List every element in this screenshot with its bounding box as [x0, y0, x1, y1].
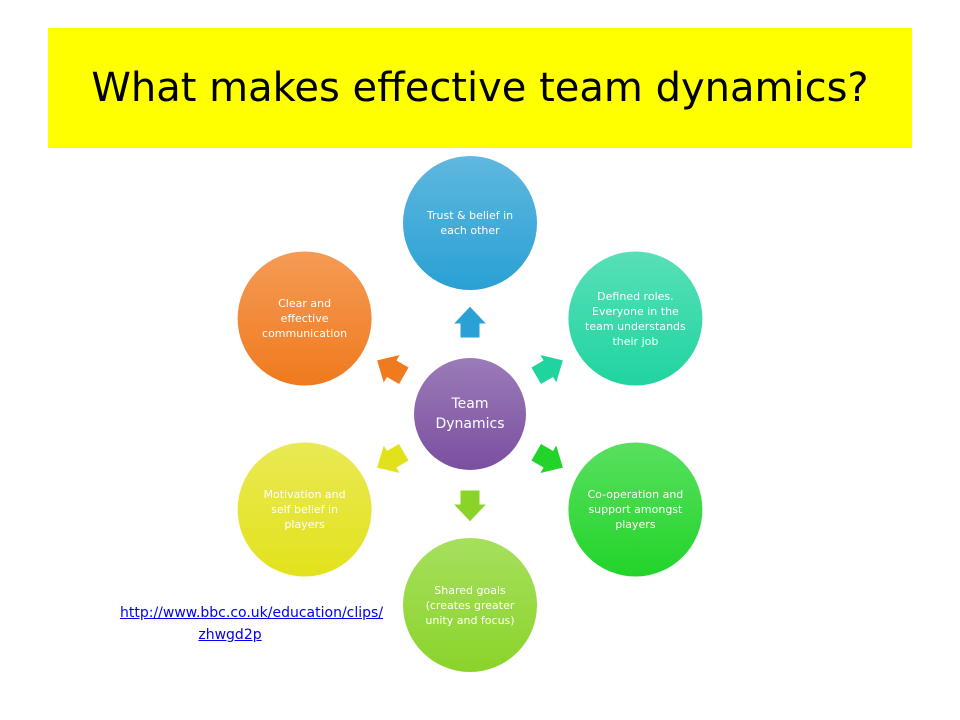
- node-trust: [403, 156, 537, 290]
- bbc-link[interactable]: http://www.bbc.co.uk/education/clips/ zh…: [120, 602, 384, 646]
- node-label-roles: Defined roles. Everyone in the team unde…: [585, 289, 686, 348]
- arrow-trust: [451, 305, 489, 339]
- page-title: What makes effective team dynamics?: [91, 65, 869, 111]
- center-node: [414, 358, 526, 470]
- node-cooperation: [568, 442, 703, 577]
- node-label-motivation: Motivation and self belief in players: [263, 488, 346, 531]
- node-motivation: [237, 442, 372, 577]
- node-goals: [403, 538, 537, 672]
- arrow-motivation: [375, 442, 410, 475]
- node-label-communication: Clear and effective communication: [262, 297, 348, 340]
- node-communication: [237, 251, 372, 386]
- arrow-roles: [530, 353, 565, 386]
- node-roles: [568, 251, 703, 386]
- title-banner: What makes effective team dynamics?: [48, 28, 912, 148]
- arrow-cooperation: [530, 442, 565, 475]
- bbc-link-line2[interactable]: zhwgd2p: [198, 627, 262, 643]
- node-label-goals: Shared goals (creates greater unity and …: [425, 583, 515, 627]
- arrow-communication: [375, 353, 410, 386]
- bbc-link-line1[interactable]: http://www.bbc.co.uk/education/clips/: [120, 605, 384, 621]
- node-label-trust: Trust & belief in each other: [426, 209, 514, 237]
- arrow-goals: [451, 489, 489, 523]
- center-node-label: Team Dynamics: [435, 396, 505, 432]
- node-label-cooperation: Co-operation and support amongst players: [587, 488, 684, 531]
